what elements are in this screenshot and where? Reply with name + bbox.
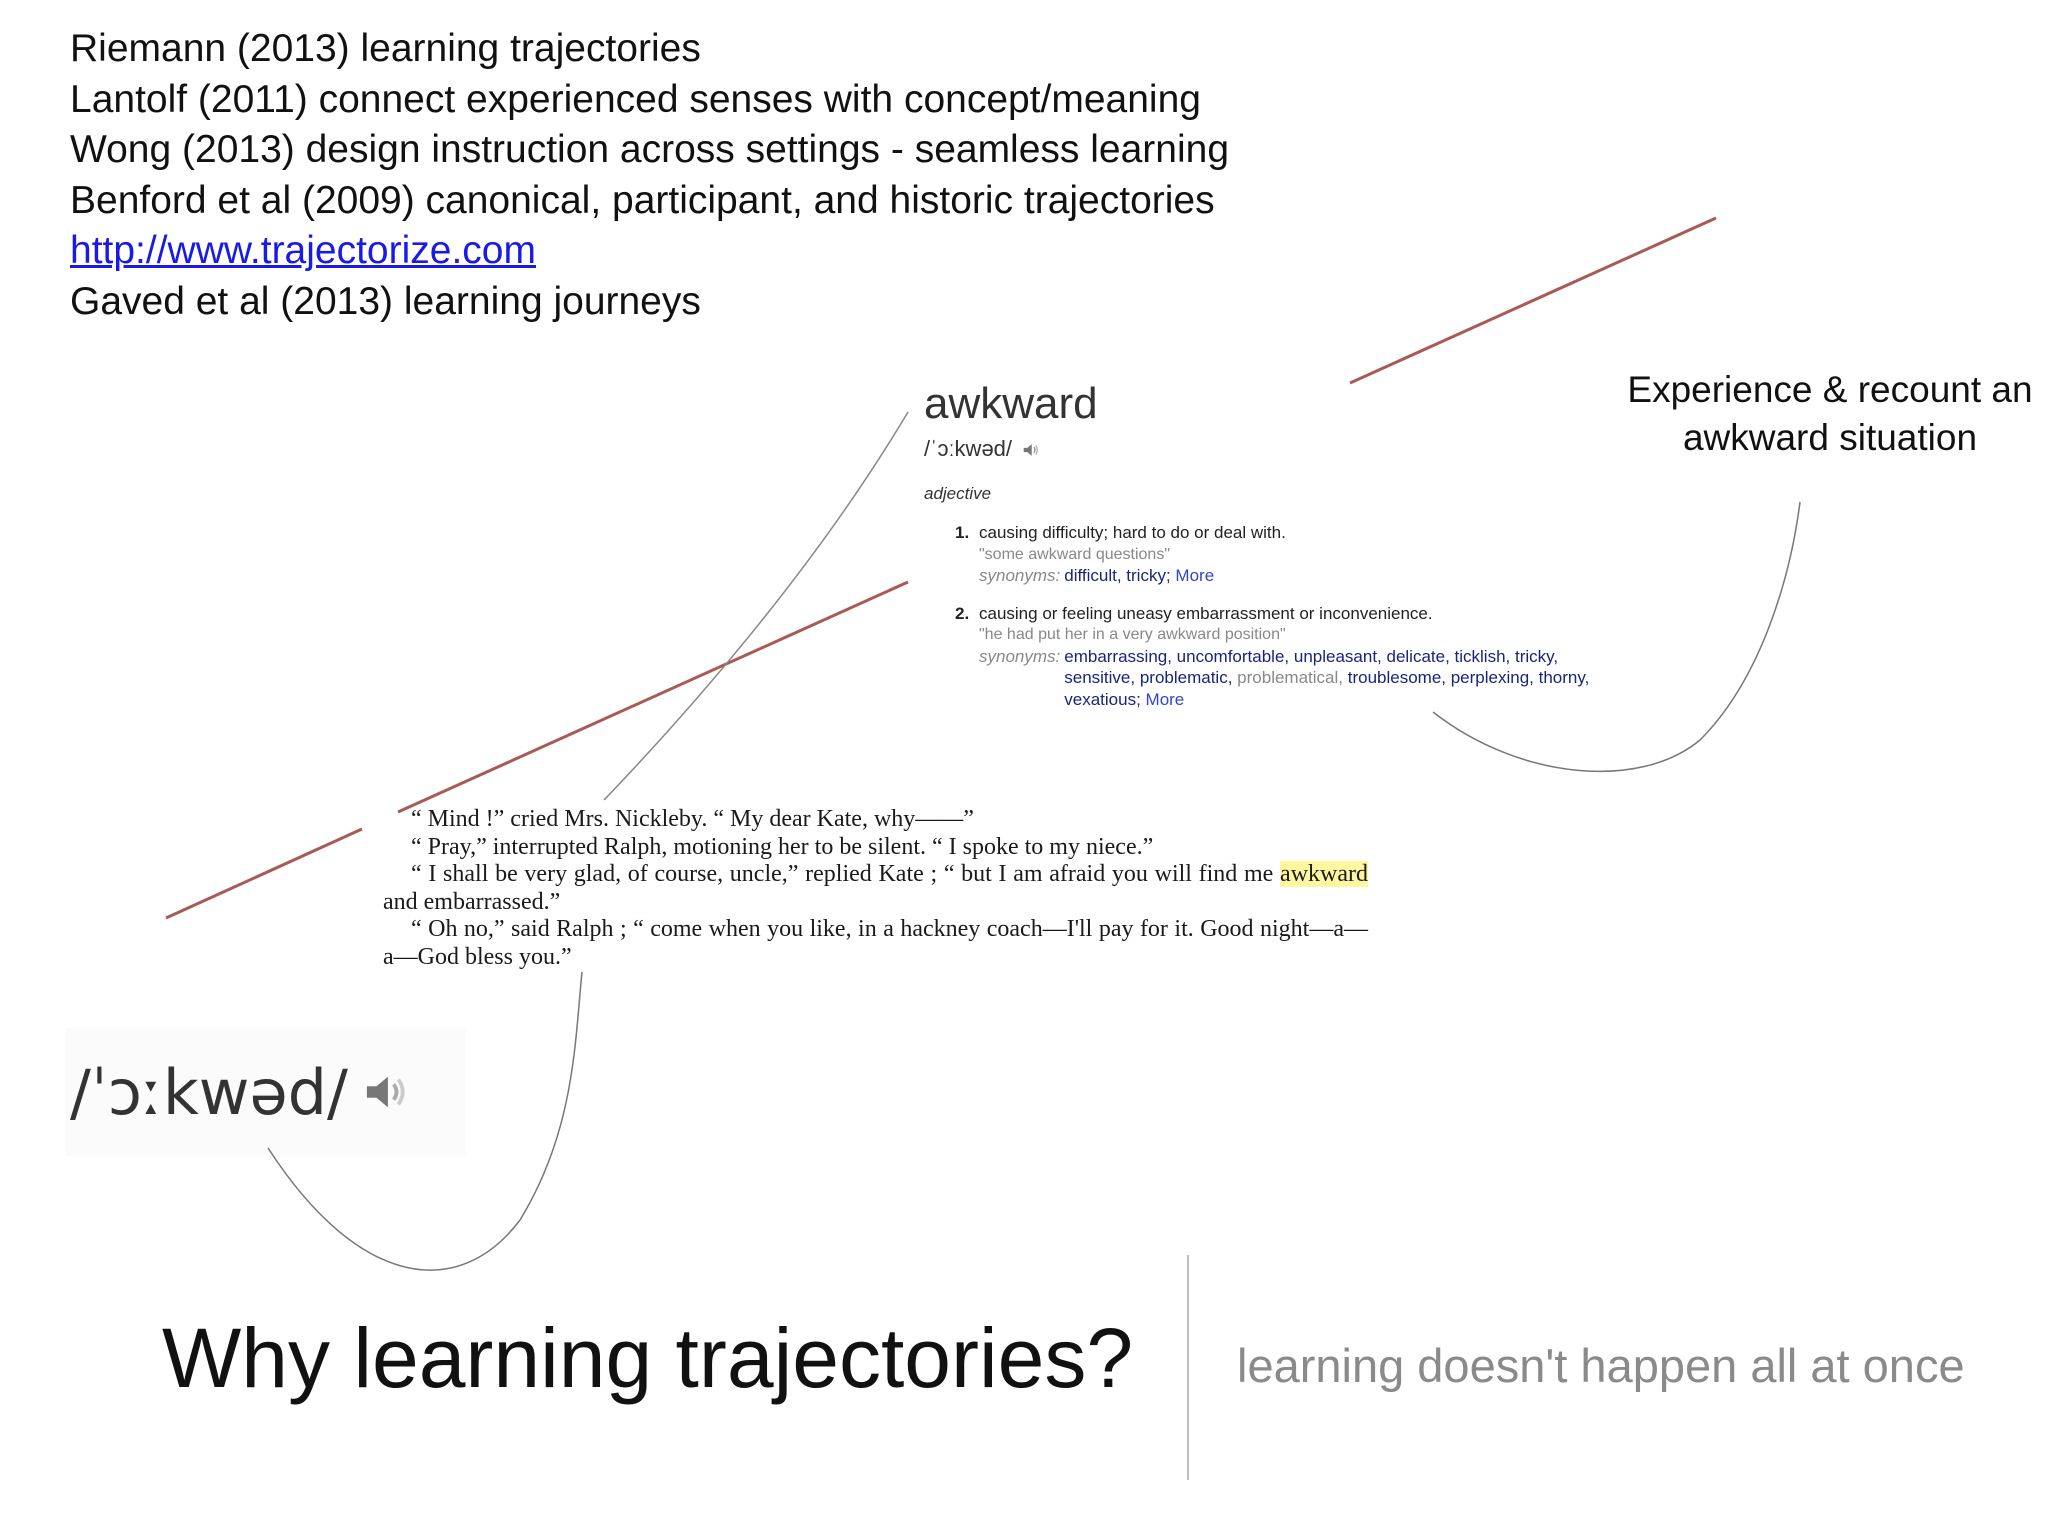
synonyms-text-faint: problematical, bbox=[1237, 668, 1343, 687]
trajectorize-link[interactable]: http://www.trajectorize.com bbox=[70, 229, 536, 272]
speaker-icon bbox=[366, 1076, 405, 1108]
reference-gaved: Gaved et al (2013) learning journeys bbox=[70, 279, 701, 323]
phonetic-closeup: /ˈɔːkwəd/ bbox=[66, 1028, 466, 1156]
excerpt-paragraph: “ Pray,” interrupted Ralph, motioning he… bbox=[411, 833, 1154, 860]
dictionary-pronunciation-row: /ˈɔːkwəd/ bbox=[924, 436, 1644, 462]
excerpt-paragraph: “ I shall be very glad, of course, uncle… bbox=[383, 861, 1369, 916]
sense-number: 2. bbox=[955, 603, 970, 623]
slide-title: Why learning trajectories? bbox=[162, 1311, 1134, 1405]
dictionary-sense-1: 1. causing difficulty; hard to do or dea… bbox=[955, 522, 1644, 587]
trajectory-line-middle bbox=[397, 580, 909, 814]
synonyms-list: embarrassing, uncomfortable, unpleasant,… bbox=[1064, 646, 1624, 711]
reference-benford: Benford et al (2009) canonical, particip… bbox=[70, 178, 1215, 222]
excerpt-paragraph: “ Mind !” cried Mrs. Nickleby. “ My dear… bbox=[411, 806, 974, 832]
trajectory-line-lower bbox=[165, 827, 363, 920]
book-excerpt: “ Mind !” cried Mrs. Nickleby. “ My dear… bbox=[383, 806, 1369, 971]
synonyms-row: synonyms: embarrassing, uncomfortable, u… bbox=[979, 646, 1644, 711]
more-synonyms-link[interactable]: More bbox=[1145, 689, 1185, 709]
dictionary-word: awkward bbox=[924, 379, 1098, 428]
synonyms-list: difficult, tricky; More bbox=[1064, 565, 1214, 587]
speaker-icon[interactable] bbox=[1022, 442, 1040, 458]
reference-wong: Wong (2013) design instruction across se… bbox=[70, 128, 1230, 171]
excerpt-text: “ I shall be very glad, of course, uncle… bbox=[411, 861, 1274, 887]
synonyms-row: synonyms: difficult, tricky; More bbox=[979, 565, 1644, 587]
connector-curve-left bbox=[603, 411, 909, 801]
dictionary-entry: awkward /ˈɔːkwəd/ adjective 1. causing d… bbox=[924, 378, 1644, 710]
sense-definition: causing difficulty; hard to do or deal w… bbox=[979, 523, 1286, 542]
sense-definition: causing or feeling uneasy embarrassment … bbox=[979, 603, 1433, 623]
excerpt-text: and embarrassed.” bbox=[383, 888, 561, 915]
reference-list: Riemann (2013) learning trajectories Lan… bbox=[70, 24, 1229, 327]
sense-example: "he had put her in a very awkward positi… bbox=[979, 626, 1286, 643]
more-synonyms-link[interactable]: More bbox=[1175, 566, 1215, 585]
dictionary-sense-2: 2. causing or feeling uneasy embarrassme… bbox=[955, 603, 1644, 711]
synonyms-label: synonyms: bbox=[979, 566, 1061, 585]
reference-lantolf: Lantolf (2011) connect experienced sense… bbox=[70, 77, 1201, 121]
title-divider bbox=[1187, 1255, 1189, 1480]
sense-number: 1. bbox=[955, 523, 970, 542]
trajectory-line-upper bbox=[1349, 216, 1717, 385]
experience-label: Experience & recount an awkward situatio… bbox=[1627, 369, 2033, 458]
highlighted-word: awkward bbox=[1280, 861, 1369, 887]
part-of-speech: adjective bbox=[924, 484, 992, 503]
synonyms-text: difficult, tricky; bbox=[1064, 566, 1171, 585]
reference-link-row: http://www.trajectorize.com bbox=[70, 226, 1229, 277]
reference-riemann: Riemann (2013) learning trajectories bbox=[70, 27, 701, 70]
slide-subtitle: learning doesn't happen all at once bbox=[1237, 1339, 1965, 1392]
excerpt-paragraph: “ Oh no,” said Ralph ; “ come when you l… bbox=[383, 916, 1368, 970]
synonyms-label: synonyms: bbox=[979, 646, 1061, 666]
phonetic-closeup-text: /ˈɔːkwəd/ bbox=[70, 1055, 348, 1129]
sense-example: "some awkward questions" bbox=[979, 545, 1170, 563]
dictionary-pronunciation: /ˈɔːkwəd/ bbox=[924, 436, 1013, 461]
